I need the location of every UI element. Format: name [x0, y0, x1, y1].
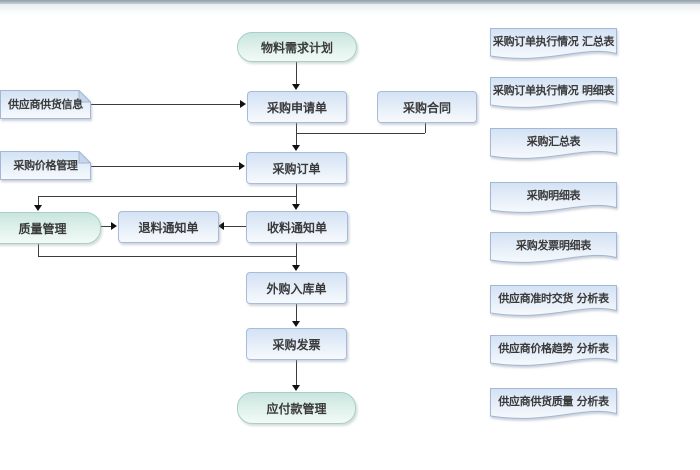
arrowhead-right	[240, 100, 246, 108]
report-label: 采购订单执行情况 明细表	[492, 84, 615, 97]
arrowhead-down	[292, 321, 300, 327]
node-purchase-order[interactable]: 采购订单	[246, 152, 347, 184]
report-supplier-on-time-delivery-analysis[interactable]: 供应商准时交货 分析表	[490, 285, 617, 323]
report-label: 采购明细表	[526, 189, 581, 202]
node-quality-management[interactable]: 质量管理	[0, 212, 101, 244]
document-shape	[490, 182, 617, 213]
node-purchase-price-management[interactable]: 采购价格管理	[0, 151, 91, 181]
connector-segment	[224, 226, 246, 227]
report-purchase-detail[interactable]: 采购明细表	[490, 182, 617, 220]
node-receive-notice[interactable]: 收料通知单	[246, 211, 348, 243]
connector-segment	[38, 242, 39, 257]
arrowhead-down	[292, 204, 300, 210]
node-supplier-supply-info[interactable]: 供应商供货信息	[0, 90, 91, 120]
node-label: 采购价格管理	[13, 159, 78, 172]
folded-card-shape	[0, 151, 91, 180]
document-shape	[490, 285, 617, 316]
report-label: 供应商价格趋势 分析表	[498, 342, 609, 355]
connector-segment	[90, 166, 239, 167]
folded-card-shape	[0, 90, 91, 119]
node-payable-management[interactable]: 应付款管理	[237, 392, 356, 424]
node-label: 供应商供货信息	[8, 98, 83, 111]
node-material-requirements-plan[interactable]: 物料需求计划	[237, 32, 357, 62]
document-shape	[490, 335, 617, 366]
connector-segment	[296, 60, 297, 84]
report-supplier-price-trend-analysis[interactable]: 供应商价格趋势 分析表	[490, 335, 617, 373]
node-purchase-invoice[interactable]: 采购发票	[246, 328, 347, 360]
connector-segment	[296, 133, 425, 134]
connector-segment	[296, 358, 297, 385]
document-shape	[490, 28, 617, 59]
arrowhead-right	[111, 222, 117, 230]
connector-segment	[38, 196, 39, 205]
connector-segment	[99, 226, 111, 227]
report-label: 供应商准时交货 分析表	[498, 292, 609, 305]
connector-segment	[296, 302, 297, 322]
arrowhead-down	[34, 205, 42, 211]
document-shape	[490, 128, 617, 159]
arrowhead-down	[292, 145, 300, 151]
report-label: 采购汇总表	[526, 135, 581, 148]
node-purchase-request[interactable]: 采购申请单	[247, 91, 347, 123]
document-shape	[490, 388, 617, 419]
connector-segment	[38, 256, 296, 257]
document-shape	[490, 77, 617, 108]
report-purchase-summary[interactable]: 采购汇总表	[490, 128, 617, 166]
window-top-fade	[0, 4, 700, 15]
report-label: 采购订单执行情况 汇总表	[492, 35, 615, 48]
report-purchase-invoice-detail[interactable]: 采购发票明细表	[490, 232, 617, 270]
node-return-notice[interactable]: 退料通知单	[118, 211, 219, 243]
arrowhead-left	[218, 222, 224, 230]
connector-segment	[90, 104, 240, 105]
report-label: 供应商供货质量 分析表	[498, 395, 609, 408]
arrowhead-down	[292, 84, 300, 90]
node-purchase-contract[interactable]: 采购合同	[377, 91, 477, 123]
arrowhead-down	[292, 385, 300, 391]
report-supplier-supply-quality-analysis[interactable]: 供应商供货质量 分析表	[490, 388, 617, 426]
window-top-edge	[0, 0, 700, 4]
arrowhead-right	[239, 162, 245, 170]
connector-segment	[38, 196, 296, 197]
report-purchase-order-execution-detail[interactable]: 采购订单执行情况 明细表	[490, 77, 617, 115]
arrowhead-down	[292, 265, 300, 271]
connector-segment	[296, 241, 297, 265]
document-shape	[490, 232, 617, 263]
connector-segment	[296, 182, 297, 204]
connector-segment	[425, 121, 426, 133]
report-label: 采购发票明细表	[516, 239, 591, 252]
report-purchase-order-execution-summary[interactable]: 采购订单执行情况 汇总表	[490, 28, 617, 66]
node-purchase-inbound[interactable]: 外购入库单	[246, 272, 347, 304]
